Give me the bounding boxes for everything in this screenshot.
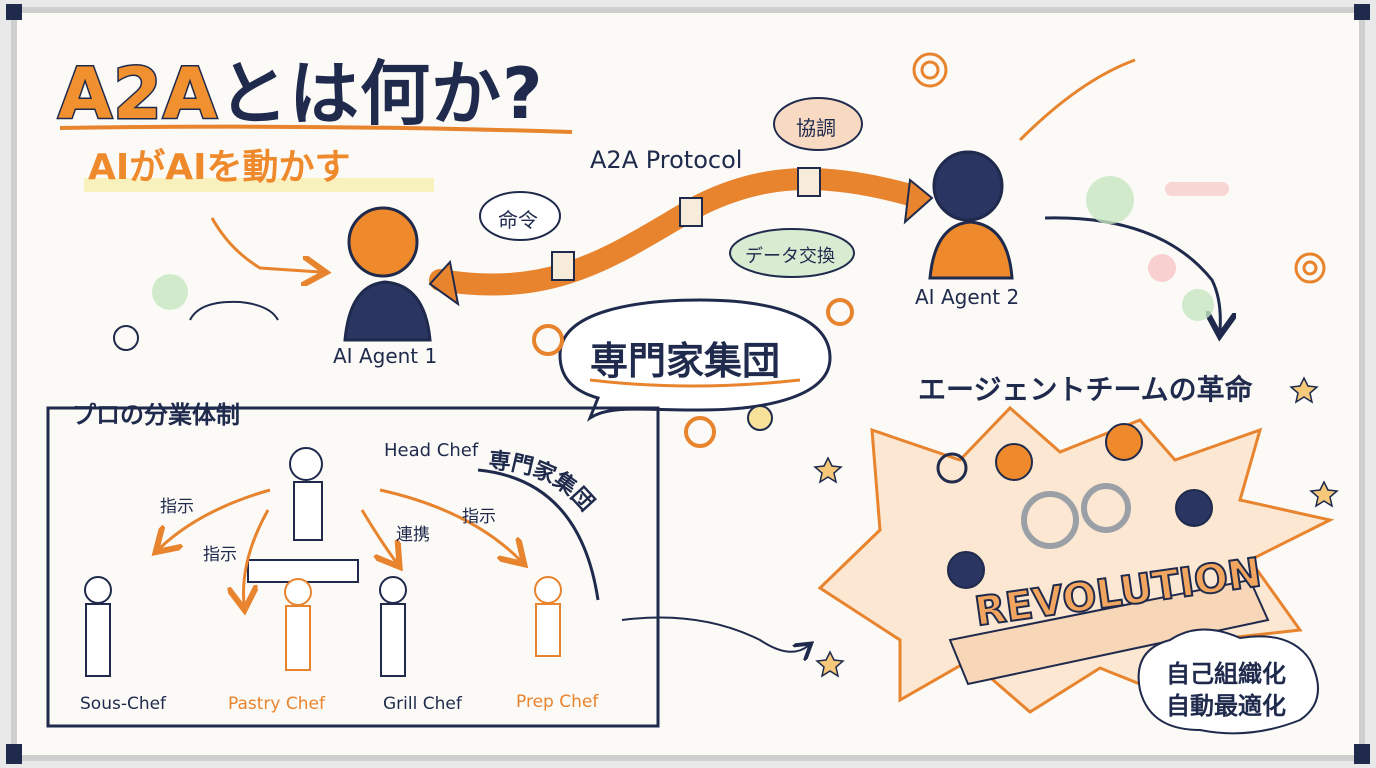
expert-group-label: 専門家集団	[590, 339, 781, 383]
bubble-exchange-shape	[729, 228, 855, 278]
chef-figures	[84, 576, 407, 677]
bubble-cooperation-label: 協調	[796, 116, 836, 140]
swirl-icon	[912, 52, 1326, 284]
expert-bubble-shape	[558, 298, 832, 422]
division-frame	[46, 406, 660, 728]
lightbulb-icon	[747, 405, 773, 431]
link-label: 連携	[396, 525, 430, 545]
chef-label-prep: Prep Chef	[516, 692, 599, 712]
magnifier-icon	[936, 452, 968, 484]
title-accent: A2A	[56, 52, 219, 137]
agent1-figure	[343, 206, 432, 342]
swirl-icon	[113, 325, 139, 351]
team-section-title: エージェントチームの革命	[918, 373, 1253, 406]
agent1-label: AI Agent 1	[333, 344, 438, 368]
document-icon	[551, 167, 821, 281]
instruction-label: 指示	[462, 507, 496, 527]
feature-auto-optimization: 自動最適化	[1166, 692, 1286, 720]
frame-corner	[6, 744, 22, 764]
protocol-label: A2A Protocol	[590, 146, 743, 174]
frame-corner	[1354, 4, 1370, 20]
instruction-label: 指示	[203, 545, 237, 565]
bubble-order-shape	[479, 191, 561, 241]
agent2-label: AI Agent 2	[915, 285, 1020, 309]
subtitle: AIがAIを動かす	[88, 147, 351, 188]
head-chef-label: Head Chef	[384, 440, 479, 461]
title-text: とは何か?	[218, 53, 544, 135]
chef-label-grill: Grill Chef	[383, 694, 462, 714]
svg-text:専門家集団: 専門家集団	[488, 449, 599, 517]
division-section-title: プロの分業体制	[72, 401, 240, 429]
gear-icon	[1021, 483, 1131, 549]
agent2-figure	[928, 150, 1014, 280]
chef-label-sous: Sous-Chef	[80, 694, 167, 714]
bubble-order-label: 命令	[498, 208, 538, 232]
feature-self-organization: 自己組織化	[1166, 660, 1286, 688]
instruction-label: 指示	[160, 497, 194, 517]
head-chef-figure	[289, 447, 323, 481]
team-agent-figures	[947, 423, 1213, 589]
chef-label-pastry: Pastry Chef	[228, 694, 325, 714]
page-title: A2Aとは何か?	[56, 38, 544, 139]
bubble-coop-shape	[773, 97, 863, 151]
frame-corner	[1354, 744, 1370, 764]
bubble-data-exchange-label: データ交換	[745, 246, 835, 267]
frame-corner	[6, 4, 22, 20]
features-cloud	[1137, 628, 1319, 735]
revolution-banner	[948, 578, 1270, 686]
gear-icon	[532, 298, 854, 448]
star-icon	[813, 376, 1339, 678]
